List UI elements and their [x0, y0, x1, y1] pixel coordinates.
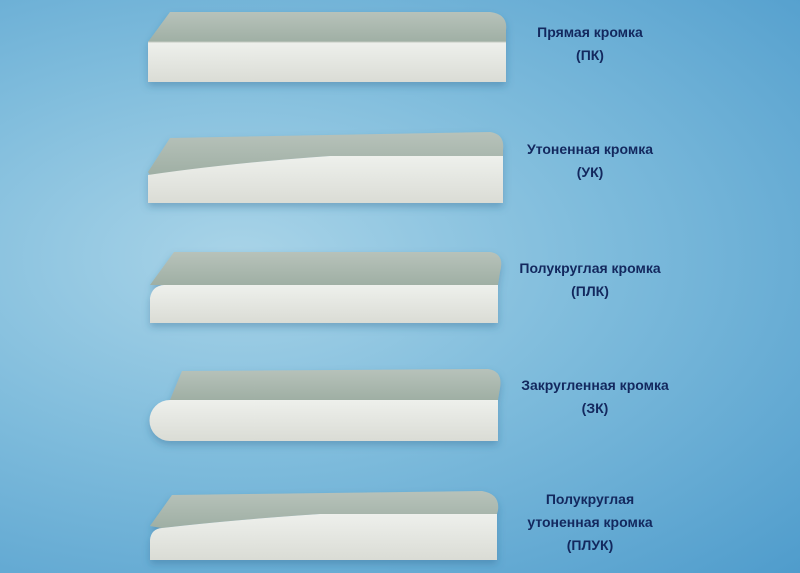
board-thinned-top: [148, 132, 504, 175]
board-semi-rounded-top: [150, 252, 502, 285]
board-semi-rounded-thinned-edge: [150, 491, 499, 560]
board-rounded-top: [170, 369, 501, 400]
edge-name: Закругленная кромка: [521, 377, 669, 393]
edge-code: (ПК): [576, 47, 604, 63]
board-straight-edge: [148, 12, 507, 82]
label-semi-rounded-edge: Полукруглая кромка (ПЛК): [500, 257, 680, 303]
label-thinned-edge: Утоненная кромка (УК): [500, 138, 680, 184]
edge-code: (ПЛК): [571, 283, 609, 299]
board-semi-rounded-thinned-face: [150, 514, 497, 560]
edge-name-line1: Полукруглая: [545, 491, 635, 507]
board-semi-rounded-thinned-top: [150, 491, 499, 528]
board-semi-rounded-edge: [150, 252, 502, 323]
label-semi-rounded-thinned-edge: Полукруглая утоненная кромка (ПЛУК): [500, 488, 680, 557]
board-straight-top: [148, 12, 507, 42]
edge-name: Прямая кромка: [537, 24, 643, 40]
edge-name: Полукруглая кромка: [519, 260, 661, 276]
board-straight-face: [148, 42, 506, 82]
label-rounded-edge: Закругленная кромка (ЗК): [500, 374, 690, 420]
board-thinned-face: [148, 156, 503, 203]
board-rounded-face: [149, 400, 498, 441]
edge-code: (ПЛУК): [566, 537, 614, 553]
board-semi-rounded-face: [150, 285, 498, 323]
edge-name: Утоненная кромка: [526, 141, 653, 157]
edge-code: (ЗК): [581, 400, 609, 416]
label-straight-edge: Прямая кромка (ПК): [500, 21, 680, 67]
board-rounded-edge: [149, 369, 501, 441]
edge-code: (УК): [576, 164, 604, 180]
board-thinned-edge: [148, 132, 504, 203]
edge-name-line2: утоненная кромка: [527, 514, 653, 530]
